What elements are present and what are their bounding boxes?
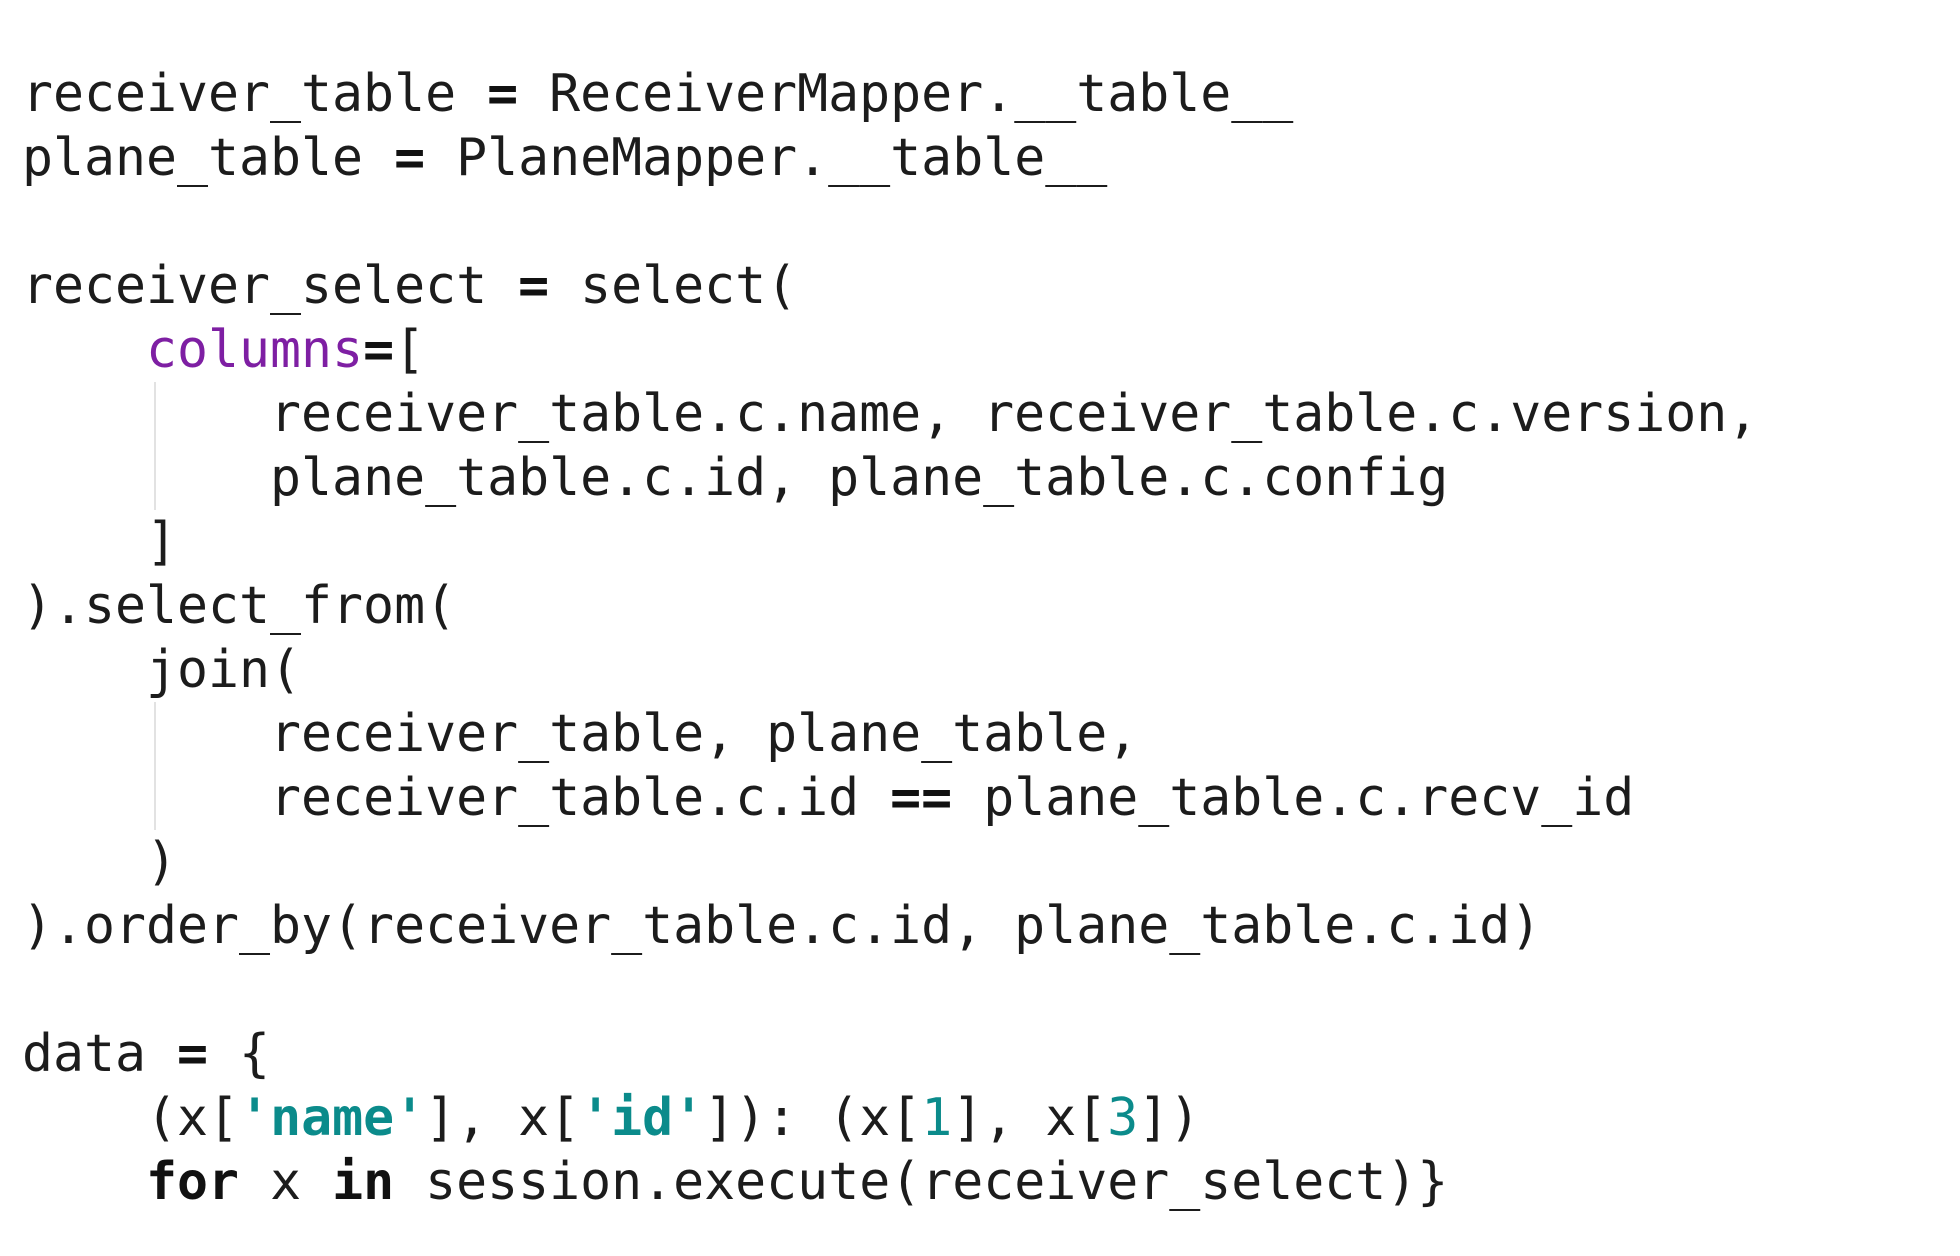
code-token-op: = [487, 64, 519, 124]
code-token-number: 3 [1107, 1088, 1139, 1148]
indent-guide [154, 382, 156, 446]
code-block: receiver_table = ReceiverMapper.__table_… [0, 62, 1758, 1214]
code-token-plain: ) [146, 832, 178, 892]
code-token-keyword: in [332, 1152, 395, 1212]
indent-whitespace [22, 704, 270, 764]
indent-guide [154, 766, 156, 830]
code-line: columns=[ [0, 318, 1758, 382]
indent-whitespace [22, 1088, 146, 1148]
code-token-plain: ReceiverMapper.__table__ [518, 64, 1294, 124]
code-token-plain: receiver_table [22, 64, 488, 124]
code-line: receiver_table.c.name, receiver_table.c.… [0, 382, 1758, 446]
code-token-plain: join( [146, 640, 302, 700]
code-line: ] [0, 510, 1758, 574]
code-token-kwarg: columns [146, 320, 364, 380]
code-token-plain: ]): (x[ [704, 1088, 922, 1148]
code-token-op: == [890, 768, 953, 828]
code-token-number: 1 [921, 1088, 953, 1148]
code-token-plain: PlaneMapper.__table__ [425, 128, 1108, 188]
code-line: plane_table = PlaneMapper.__table__ [0, 126, 1758, 190]
code-token-plain: { [208, 1024, 271, 1084]
indent-whitespace [22, 320, 146, 380]
indent-whitespace [22, 448, 270, 508]
code-line: ) [0, 830, 1758, 894]
code-token-string: 'name' [239, 1088, 426, 1148]
code-line: receiver_select = select( [0, 254, 1758, 318]
code-line: (x['name'], x['id']): (x[1], x[3]) [0, 1086, 1758, 1150]
code-line: plane_table.c.id, plane_table.c.config [0, 446, 1758, 510]
code-token-op: = [394, 128, 426, 188]
code-token-plain: ] [146, 512, 178, 572]
indent-whitespace [22, 768, 270, 828]
indent-whitespace [22, 384, 270, 444]
code-line: data = { [0, 1022, 1758, 1086]
indent-whitespace [22, 1152, 146, 1212]
code-line: ).order_by(receiver_table.c.id, plane_ta… [0, 894, 1758, 958]
code-line: receiver_table = ReceiverMapper.__table_… [0, 62, 1758, 126]
code-token-plain: plane_table.c.recv_id [952, 768, 1635, 828]
code-line: ).select_from( [0, 574, 1758, 638]
code-token-op: = [518, 256, 550, 316]
indent-whitespace [22, 512, 146, 572]
code-line [0, 958, 1758, 1022]
code-token-plain: x [239, 1152, 333, 1212]
code-token-op: = [177, 1024, 209, 1084]
code-token-plain: plane_table [22, 128, 395, 188]
code-token-plain: receiver_table, plane_table, [270, 704, 1139, 764]
code-token-string: 'id' [580, 1088, 705, 1148]
code-token-plain: ], x[ [425, 1088, 581, 1148]
indent-whitespace [22, 640, 146, 700]
code-token-plain: plane_table.c.id, plane_table.c.config [270, 448, 1449, 508]
code-line: join( [0, 638, 1758, 702]
code-token-plain: [ [394, 320, 426, 380]
code-line: receiver_table, plane_table, [0, 702, 1758, 766]
code-line: receiver_table.c.id == plane_table.c.rec… [0, 766, 1758, 830]
code-token-plain: ).order_by(receiver_table.c.id, plane_ta… [22, 896, 1542, 956]
indent-whitespace [22, 832, 146, 892]
code-line: for x in session.execute(receiver_select… [0, 1150, 1758, 1214]
code-token-plain: data [22, 1024, 178, 1084]
indent-guide [154, 702, 156, 766]
code-token-plain: ], x[ [952, 1088, 1108, 1148]
indent-guide [154, 446, 156, 510]
code-token-plain: select( [549, 256, 798, 316]
code-token-plain: receiver_select [22, 256, 519, 316]
code-token-plain: ]) [1138, 1088, 1201, 1148]
code-token-op: = [363, 320, 395, 380]
code-token-plain: session.execute(receiver_select)} [394, 1152, 1449, 1212]
code-token-plain: ).select_from( [22, 576, 457, 636]
code-token-plain: (x[ [146, 1088, 240, 1148]
code-token-plain: receiver_table.c.name, receiver_table.c.… [270, 384, 1759, 444]
code-line [0, 190, 1758, 254]
code-token-plain: receiver_table.c.id [270, 768, 891, 828]
code-token-keyword: for [146, 1152, 240, 1212]
